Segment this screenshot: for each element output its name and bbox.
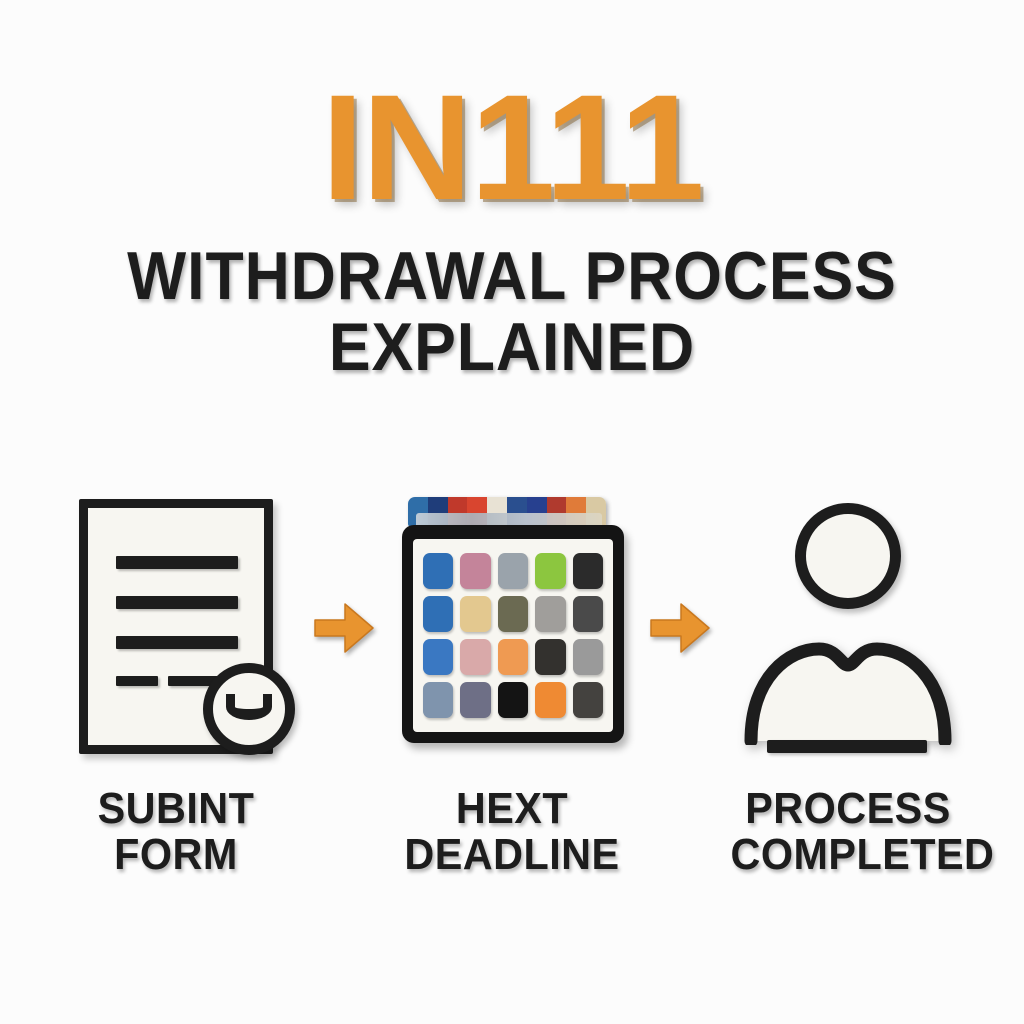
app-icon [423, 682, 454, 718]
app-icon [535, 553, 566, 589]
app-icon [572, 596, 603, 632]
app-icon [423, 553, 454, 589]
seal-stamp-icon [203, 663, 295, 755]
subtitle-line-1: WITHDRAWAL PROCESS [127, 238, 897, 314]
app-icon [460, 682, 491, 718]
app-icon [497, 639, 529, 675]
app-icon [423, 596, 454, 632]
arrow-cell-1 [301, 478, 387, 778]
tablet-app-grid [413, 539, 613, 732]
arrow-right-icon [314, 603, 374, 653]
tablet-calendar-icon [396, 497, 628, 747]
caption-step-3: PROCESS COMPLETED [730, 784, 995, 880]
app-icon [572, 639, 603, 675]
person-icon [737, 503, 959, 753]
app-icon [497, 553, 529, 589]
caption-step-1: SUBINT FORM [59, 784, 294, 880]
process-flow-row [0, 478, 1024, 778]
app-icon [572, 553, 603, 589]
document-text-line [116, 596, 238, 609]
page-subtitle: WITHDRAWAL PROCESS EXPLAINED [41, 238, 983, 385]
app-icon [572, 682, 603, 718]
caption-line-2: FORM [114, 830, 238, 880]
app-icon [460, 639, 491, 675]
document-text-line [116, 636, 238, 649]
step-1-submit-form [51, 478, 301, 778]
app-icon [535, 596, 566, 632]
caption-line-1: PROCESS [745, 784, 951, 833]
app-icon [535, 682, 566, 718]
arrow-right-icon [650, 603, 710, 653]
document-with-seal-icon [71, 497, 295, 759]
document-short-segment [116, 676, 158, 686]
app-icon [535, 639, 566, 675]
caption-line-2: COMPLETED [730, 830, 995, 880]
app-icon [460, 596, 491, 632]
document-short-segment [168, 676, 230, 686]
caption-step-2: HEXT DEADLINE [395, 784, 630, 880]
person-head [795, 503, 901, 609]
document-text-line [116, 556, 238, 569]
step-3-process-completed [723, 478, 973, 778]
brand-title: IN111 [321, 63, 704, 231]
seal-smile-mark [226, 694, 272, 720]
person-shoulders [744, 642, 952, 745]
tablet-body [402, 525, 624, 743]
caption-row: SUBINT FORM HEXT DEADLINE PROCESS COMPLE… [0, 784, 1024, 926]
document-page [79, 499, 273, 754]
title-block: IN111 WITHDRAWAL PROCESS EXPLAINED [0, 0, 1024, 385]
app-icon [497, 596, 529, 632]
subtitle-line-2: EXPLAINED [328, 308, 696, 385]
arrow-cell-2 [637, 478, 723, 778]
caption-line-1: HEXT [455, 784, 569, 833]
caption-line-2: DEADLINE [404, 830, 620, 880]
person-base-bar [767, 740, 927, 753]
app-icon [460, 553, 491, 589]
app-icon [423, 639, 454, 675]
caption-line-1: SUBINT [97, 784, 255, 833]
app-icon [497, 682, 529, 718]
step-2-next-deadline [387, 478, 637, 778]
